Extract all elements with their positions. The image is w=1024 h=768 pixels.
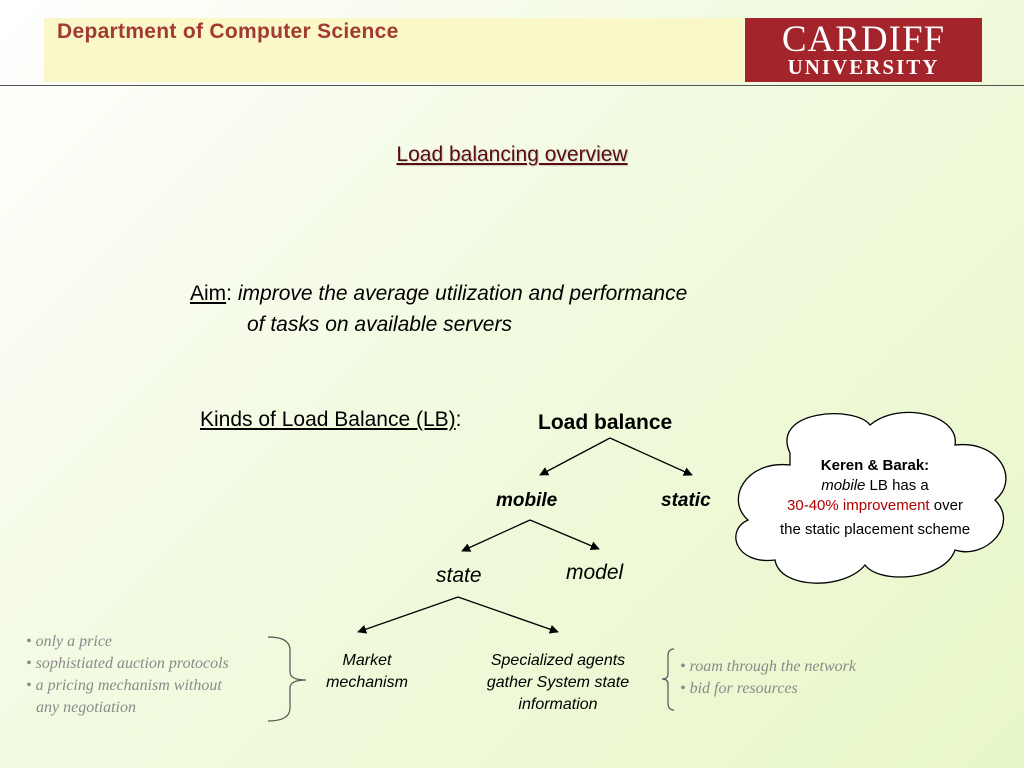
left-note-item: • only a price [26, 633, 113, 650]
left-note-item: • sophistiated auction protocols [26, 655, 229, 672]
slide-title: Load balancing overview [396, 143, 628, 166]
cloud-line3: 30-40% improvement over [760, 496, 990, 516]
edge-state-agents [457, 596, 559, 634]
header-divider [0, 85, 1024, 86]
right-note-item: • roam through the network [680, 658, 856, 675]
cloud-over: over [929, 497, 963, 514]
cloud-lb-has-a: LB has a [865, 477, 929, 494]
right-notes: • roam through the network • bid for res… [680, 656, 856, 700]
cloud-improvement: 30-40% improvement [787, 497, 930, 514]
node-market-mechanism: Market mechanism [326, 652, 408, 691]
aim-sep: : [226, 282, 233, 305]
node-specialized-agents: Specialized agents gather System state i… [486, 652, 630, 713]
logo-line2: UNIVERSITY [787, 55, 940, 79]
aim-line2: of tasks on available servers [247, 313, 512, 336]
right-note-item: • bid for resources [680, 680, 798, 697]
left-note-item: • a pricing mechanism without [26, 677, 222, 694]
kinds-label: Kinds of Load Balance (LB) [200, 408, 456, 431]
university-logo: CARDIFF UNIVERSITY [745, 18, 982, 82]
right-bracket [661, 648, 675, 711]
node-state: state [436, 564, 482, 587]
kinds-sep: : [455, 408, 462, 431]
cloud-callout: Keren & Barak: mobile LB has a 30-40% im… [760, 456, 990, 540]
edge-mobile-state [461, 519, 531, 552]
left-notes: • only a price • sophistiated auction pr… [26, 631, 229, 719]
department-title: Department of Computer Science [57, 20, 399, 43]
cloud-mobile-word: mobile [821, 477, 866, 494]
edge-mobile-model [529, 519, 600, 551]
edge-root-static [609, 437, 693, 476]
cloud-shape [735, 411, 1007, 584]
node-mobile: mobile [496, 490, 558, 511]
aim-statement: Aim: improve the average utilization and… [190, 278, 687, 340]
aim-label: Aim [190, 282, 227, 305]
cloud-line2: mobile LB has a [760, 476, 990, 496]
node-model: model [566, 561, 624, 584]
left-note-item: any negotiation [36, 699, 136, 716]
aim-line1: improve the average utilization and perf… [237, 282, 688, 305]
edge-root-mobile [539, 437, 611, 476]
node-load-balance: Load balance [538, 411, 673, 434]
left-bracket [267, 636, 307, 722]
node-static: static [661, 490, 711, 511]
edge-state-market [357, 596, 459, 634]
kinds-heading: Kinds of Load Balance (LB): [200, 408, 462, 432]
cloud-line4: the static placement scheme [779, 521, 971, 538]
header-band [44, 18, 744, 82]
cloud-heading: Keren & Barak: [820, 457, 930, 474]
logo-line1: CARDIFF [781, 19, 946, 60]
